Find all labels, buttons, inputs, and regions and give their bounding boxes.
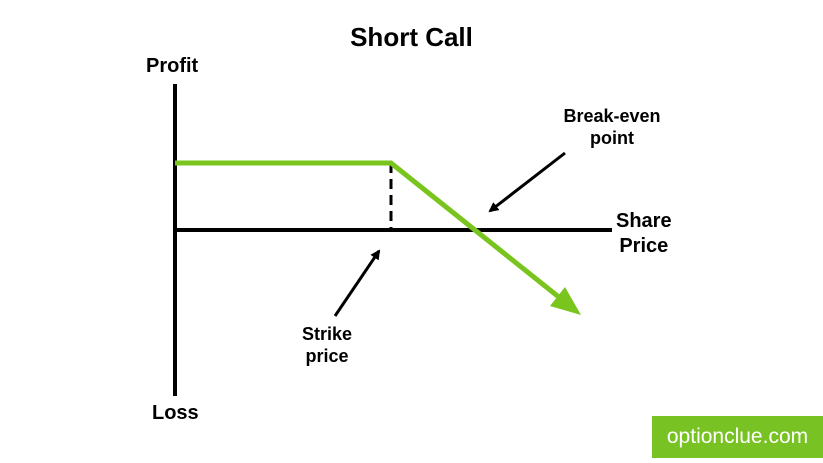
share-price-line1: Share bbox=[616, 210, 672, 232]
break-even-label: Break-even point bbox=[552, 105, 672, 149]
payoff-line bbox=[175, 160, 562, 300]
break-even-line2: point bbox=[590, 128, 634, 148]
strike-price-label: Strike price bbox=[287, 323, 367, 367]
strike-line2: price bbox=[305, 346, 349, 366]
watermark-badge: optionclue.com bbox=[652, 416, 823, 458]
profit-label: Profit bbox=[146, 55, 199, 77]
diagram-title: Short Call bbox=[350, 22, 473, 52]
share-price-line2: Price bbox=[619, 235, 669, 257]
break-even-arrow bbox=[488, 151, 566, 213]
share-price-label: Share Price bbox=[616, 209, 672, 259]
strike-line1: Strike bbox=[301, 324, 353, 344]
break-even-line1: Break-even bbox=[563, 106, 661, 126]
loss-label: Loss bbox=[152, 402, 199, 424]
strike-arrow bbox=[333, 249, 381, 317]
payoff-arrowhead bbox=[550, 287, 581, 315]
